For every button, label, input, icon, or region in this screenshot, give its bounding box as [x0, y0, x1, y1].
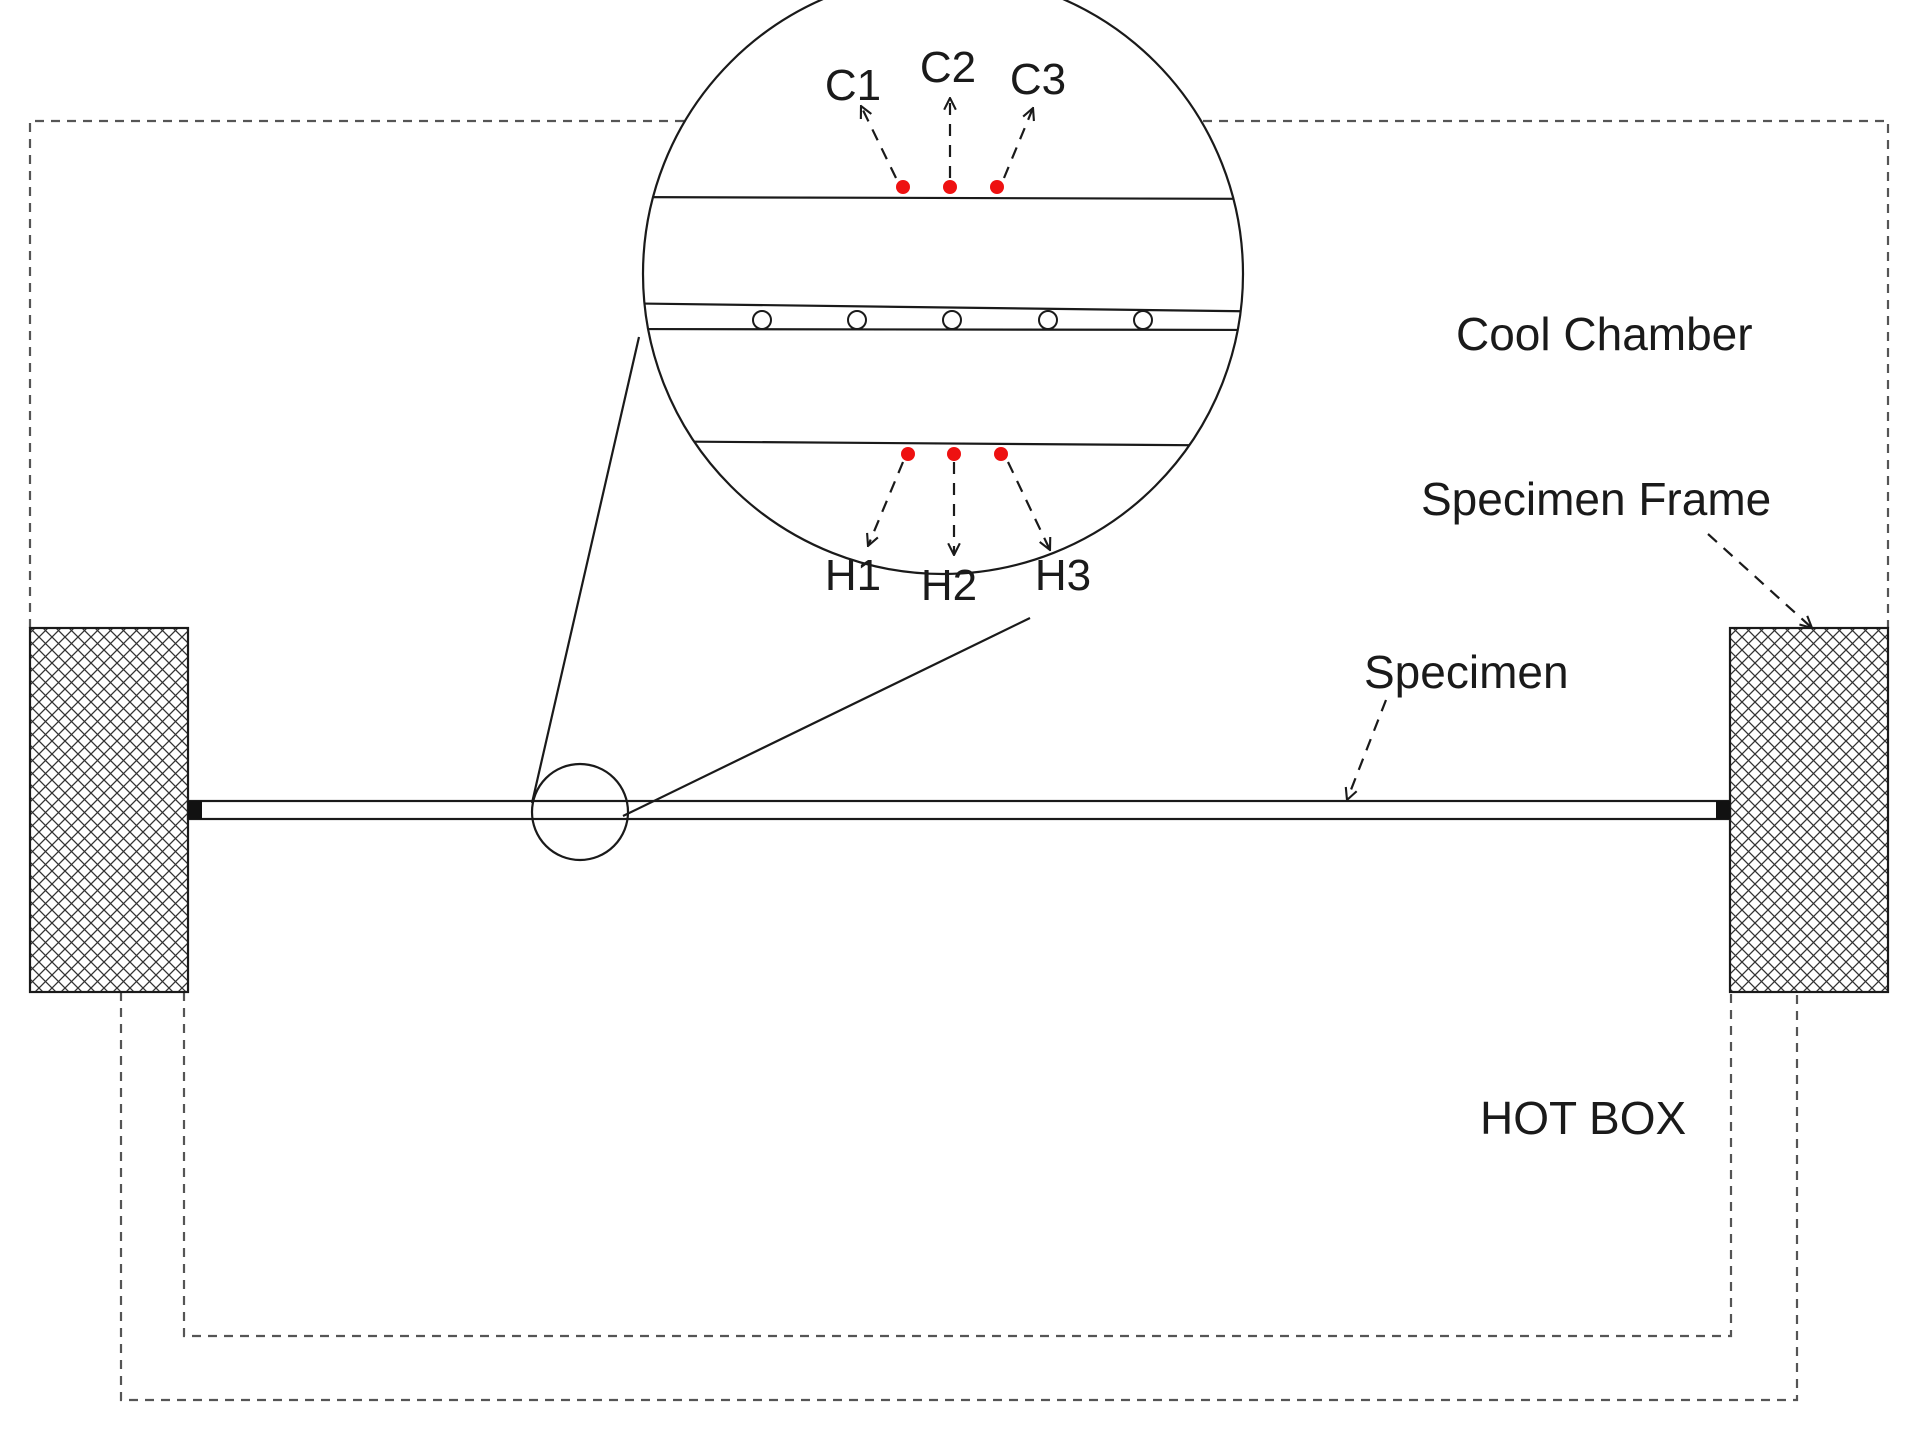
specimen-frame-label: Specimen Frame: [1421, 473, 1771, 525]
sensor-label-h3: H3: [1035, 551, 1091, 600]
magnified-detail: C1 C2 C3 H1 H2 H3: [641, 0, 1245, 610]
sensor-dot-c1: [896, 180, 910, 194]
specimen-leader: [1347, 699, 1388, 800]
hot-box-inner-boundary: [182, 992, 1733, 1338]
hot-box-outer-boundary: [119, 992, 1799, 1402]
hot-surface-line: [643, 439, 1243, 448]
cavity-spacer: [942, 310, 962, 330]
sensor-label-h2: H2: [921, 561, 977, 610]
cavity-spacer: [1038, 310, 1058, 330]
cavity-spacer: [847, 310, 867, 330]
sensor-arrow-c1: [861, 106, 897, 179]
cavity-spacer: [1133, 310, 1153, 330]
specimen-seal-right: [1716, 801, 1730, 819]
sensor-dot-h1: [901, 447, 915, 461]
sensor-arrow-c3: [1002, 108, 1033, 179]
specimen-frame-right: [1728, 626, 1890, 994]
zoom-source-circle: [530, 762, 630, 862]
sensor-arrow-h1: [868, 461, 905, 546]
zoom-connector-left: [530, 336, 641, 804]
specimen-panel: [186, 799, 1732, 821]
sensor-label-c2: C2: [920, 43, 976, 92]
cold-surface-line: [643, 195, 1243, 201]
sensor-dot-c3: [990, 180, 1004, 194]
cool-chamber-label: Cool Chamber: [1456, 308, 1753, 360]
hot-box-label: HOT BOX: [1480, 1092, 1686, 1144]
magnifier-circle: [641, 0, 1245, 576]
sensor-arrow-h3: [1007, 461, 1050, 550]
zoom-connector-right: [622, 617, 1031, 817]
sensor-dot-c2: [943, 180, 957, 194]
specimen-frame-left: [28, 626, 190, 994]
sensor-label-c1: C1: [825, 61, 881, 110]
cavity-spacer: [752, 310, 772, 330]
cavity-top-line: [643, 301, 1243, 314]
sensor-label-h1: H1: [825, 551, 881, 600]
specimen-label: Specimen: [1364, 646, 1569, 698]
sensor-label-c3: C3: [1010, 55, 1066, 104]
specimen-seal-left: [188, 801, 202, 819]
sensor-dot-h3: [994, 447, 1008, 461]
sensor-dot-h2: [947, 447, 961, 461]
specimen-frame-leader: [1707, 533, 1812, 628]
